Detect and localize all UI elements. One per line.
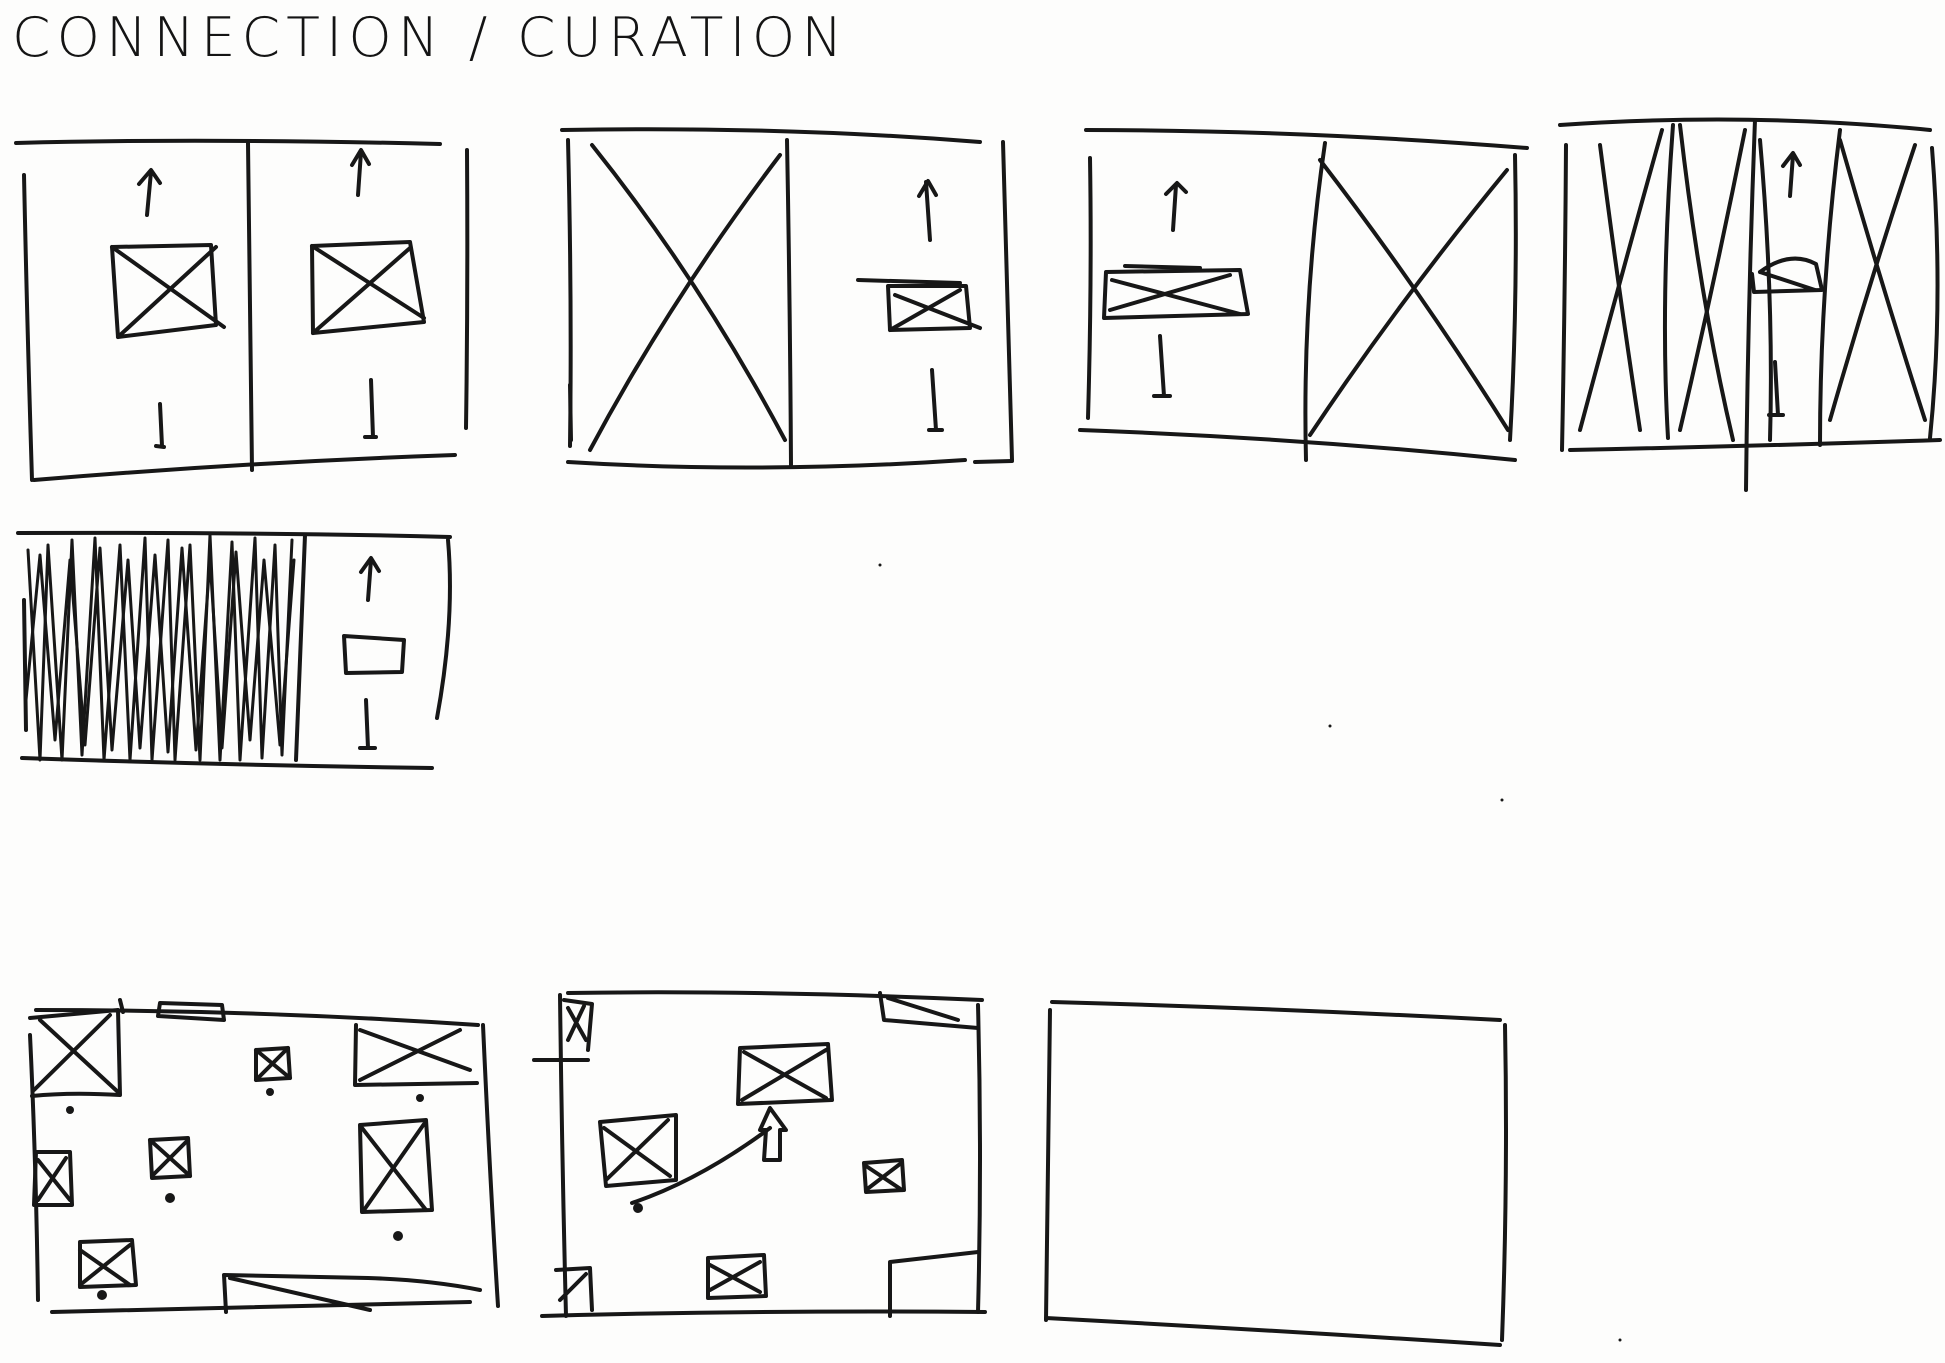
sketch-empty-frame: [1044, 1000, 1508, 1347]
sketch-split-two-columns: [14, 138, 470, 482]
paper-speckles: [878, 563, 1622, 1342]
sheet-title: CONNECTION / CURATION: [12, 6, 849, 69]
sketch-multi-column-images: [1558, 117, 1942, 492]
sketch-large-image-column: [560, 127, 1014, 470]
sketch-dense-strip-column: [16, 530, 452, 770]
sketch-scattered-images: [28, 998, 500, 1314]
sketch-column-large-image: [1078, 128, 1529, 462]
sketch-scattered-with-cursor: [532, 990, 987, 1318]
